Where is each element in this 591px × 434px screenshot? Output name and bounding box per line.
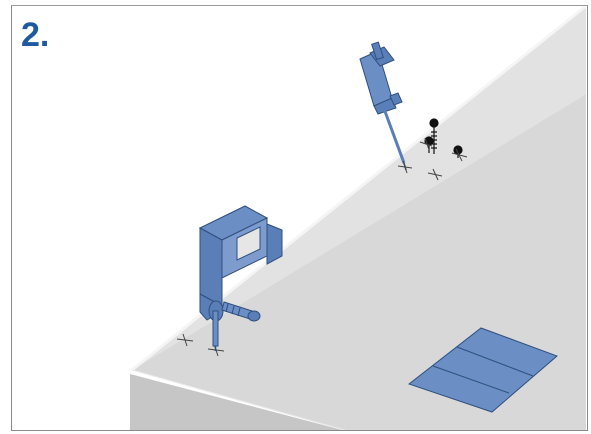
installation-scene	[130, 6, 587, 430]
mat-icon	[407, 327, 558, 413]
step-number: 2.	[21, 16, 50, 54]
drill-icon	[198, 205, 283, 351]
hole-marker-6	[427, 168, 443, 181]
hole-marker-4	[419, 137, 433, 151]
slab-front-face-edge	[130, 370, 346, 430]
slab-front-face	[130, 374, 342, 430]
illustration-frame: 2.	[11, 5, 588, 431]
hole-marker-3	[397, 160, 413, 174]
hole-marker-1	[176, 333, 194, 347]
hole-marker-5	[451, 148, 468, 162]
dispenser-icon	[359, 41, 407, 171]
